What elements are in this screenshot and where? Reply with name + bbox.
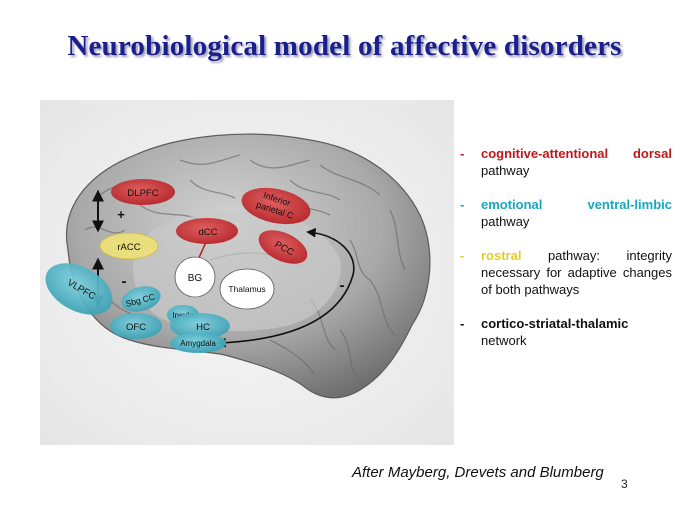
page-number: 3 [621, 477, 628, 491]
label-dcc: dCC [198, 227, 217, 238]
sign-plus: + [117, 207, 125, 222]
label-racc: rACC [117, 242, 140, 253]
region-bg [174, 256, 216, 298]
slide-title: Neurobiological model of affective disor… [67, 30, 622, 62]
legend-rostral-term: rostral [481, 248, 522, 263]
region-racc [99, 232, 159, 260]
legend-dorsal-term: cognitive-attentional dorsal [481, 146, 672, 161]
sign-minus-left: - [122, 273, 127, 290]
legend-network-term: cortico-striatal-thalamic [481, 316, 629, 331]
legend-dash: - [460, 316, 465, 331]
legend-ventral-text: pathway [481, 214, 530, 229]
label-amygdala: Amygdala [180, 339, 216, 348]
connector-dcc-bg [197, 241, 207, 261]
label-dlpfc: DLPFC [127, 188, 158, 199]
legend-network-text: network [481, 333, 527, 348]
legend-item-rostral: - rostral pathway: integrity necessary f… [460, 247, 672, 298]
region-dcc [176, 218, 238, 244]
brain-diagram: DLPFC Inferior parietal C dCC PCC rACC V… [40, 100, 454, 445]
legend-item-dorsal: - cognitive-attentional dorsal pathway [460, 145, 672, 179]
pathway-legend: - cognitive-attentional dorsal pathway -… [460, 145, 672, 366]
legend-dash: - [460, 248, 465, 263]
region-vlpfc [45, 263, 113, 315]
curved-arrow [216, 227, 355, 348]
legend-dash: - [460, 197, 465, 212]
legend-item-ventral: - emotional ventral-limbic pathway [460, 196, 672, 230]
sign-minus-right: - [340, 277, 345, 294]
region-dlpfc [111, 179, 175, 205]
region-sbgcc [121, 286, 161, 312]
label-ofc: OFC [126, 322, 146, 333]
region-amygdala [170, 333, 226, 353]
legend-ventral-term: emotional ventral-limbic [481, 197, 672, 212]
region-inferior-parietal [241, 187, 311, 225]
region-ofc [110, 313, 162, 339]
label-thalamus: Thalamus [228, 284, 265, 294]
region-pcc [258, 230, 308, 264]
label-hc: HC [196, 322, 210, 333]
legend-rostral-text: pathway: integrity necessary for adaptiv… [481, 248, 672, 297]
legend-item-network: - cortico-striatal-thalamic network [460, 315, 672, 349]
label-bg: BG [188, 273, 203, 284]
legend-dash: - [460, 146, 465, 161]
credit-line: After Mayberg, Drevets and Blumberg [352, 464, 604, 481]
region-thalamus [219, 268, 275, 310]
region-hc [170, 313, 230, 339]
legend-dorsal-text: pathway [481, 163, 530, 178]
